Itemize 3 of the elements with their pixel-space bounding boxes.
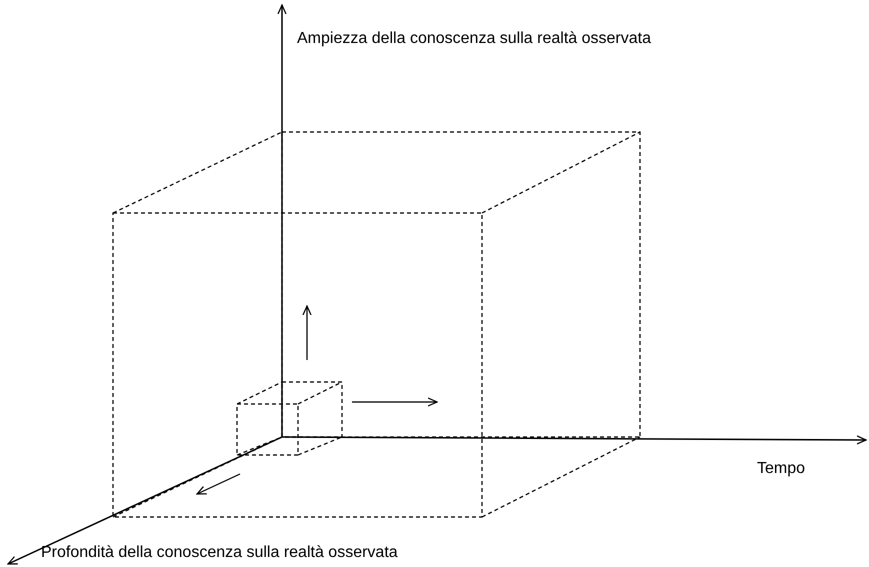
- axis-label: Profondità della conoscenza sulla realtà osservata: [41, 544, 398, 562]
- axis-label: Tempo: [757, 460, 806, 478]
- axis-label: Ampiezza della conoscenza sulla realtà osservata: [297, 30, 651, 48]
